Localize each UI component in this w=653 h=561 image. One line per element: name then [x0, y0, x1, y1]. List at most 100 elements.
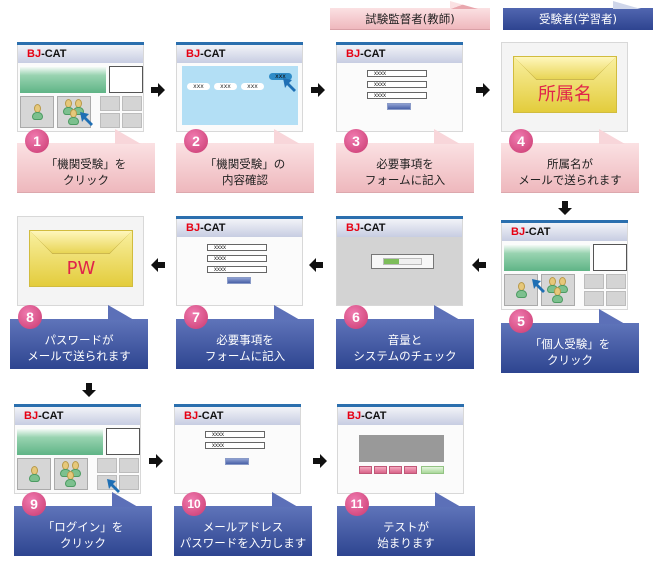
- login-tile[interactable]: [100, 96, 120, 111]
- callout-text-line1: 音量と: [387, 333, 423, 347]
- form-field[interactable]: xxxx: [207, 244, 267, 251]
- app-titlebar: BJ-CAT: [502, 223, 627, 241]
- pill-button[interactable]: xxx: [241, 83, 264, 90]
- step-number-badge: 3: [344, 129, 368, 153]
- answer-choice-button[interactable]: [374, 466, 387, 474]
- brand-cat: -CAT: [38, 410, 64, 422]
- form-field[interactable]: xxxx: [367, 70, 427, 77]
- institution-exam-tile[interactable]: [541, 274, 575, 306]
- submit-button[interactable]: [387, 103, 411, 110]
- screen-body: [15, 425, 140, 493]
- menu-tile[interactable]: [119, 475, 139, 490]
- individual-exam-tile[interactable]: [17, 458, 51, 490]
- callout-pointer: [112, 492, 138, 507]
- form-field[interactable]: xxxx: [367, 92, 427, 99]
- callout-text-line1: 「個人受験」を: [529, 337, 611, 351]
- password-field[interactable]: xxxx: [205, 442, 265, 449]
- step-10-screen: BJ-CAT xxxx xxxx: [174, 404, 301, 494]
- callout-text-line1: 必要事項を: [376, 157, 434, 171]
- pill-button[interactable]: xxx: [187, 83, 210, 90]
- form-field[interactable]: xxxx: [207, 255, 267, 262]
- step-number-badge: 6: [344, 305, 368, 329]
- step-8-envelope-card: PW: [17, 216, 144, 306]
- answer-choice-button[interactable]: [404, 466, 417, 474]
- step-11-callout: 11 テストが 始まります: [337, 492, 475, 556]
- step-4-callout: 4 所属名が メールで送られます: [501, 129, 639, 193]
- step-number-badge: 11: [345, 492, 369, 516]
- callout-text-line1: 必要事項を: [216, 333, 274, 347]
- individual-exam-tile[interactable]: [20, 96, 54, 128]
- app-titlebar: BJ-CAT: [177, 45, 302, 63]
- brand-cat: -CAT: [525, 226, 551, 238]
- step-number-badge: 8: [18, 305, 42, 329]
- callout-text-line1: パスワードが: [44, 333, 114, 347]
- titlebar-accent-line: [17, 42, 144, 45]
- brand-bj: BJ: [186, 48, 201, 60]
- step-5-screen: BJ-CAT: [501, 220, 628, 310]
- login-submit-button[interactable]: [225, 458, 249, 465]
- arrow-right-icon: [313, 454, 327, 468]
- titlebar-accent-line: [14, 404, 141, 407]
- person-icon: [63, 99, 74, 116]
- callout-text-line2: フォームに記入: [364, 173, 446, 187]
- person-icon: [32, 104, 43, 121]
- next-button[interactable]: [421, 466, 444, 474]
- menu-tile[interactable]: [100, 113, 120, 128]
- form-field[interactable]: xxxx: [207, 266, 267, 273]
- titlebar-accent-line: [337, 404, 464, 407]
- label-tab: [613, 1, 641, 9]
- brand-bj: BJ: [27, 48, 42, 60]
- cursor-arrow-icon: [80, 112, 93, 126]
- brand-cat: -CAT: [200, 48, 226, 60]
- info-box: [593, 244, 627, 271]
- menu-tile[interactable]: [122, 96, 142, 111]
- label-tab: [450, 1, 478, 9]
- brand-cat: -CAT: [198, 410, 224, 422]
- answer-choice-button[interactable]: [389, 466, 402, 474]
- form-field[interactable]: xxxx: [367, 81, 427, 88]
- step-7-screen: BJ-CAT xxxx xxxx xxxx: [176, 216, 303, 306]
- selected-pill-button[interactable]: xxx: [269, 73, 292, 80]
- step-3-callout: 3 必要事項を フォームに記入: [336, 129, 474, 193]
- pill-button[interactable]: xxx: [214, 83, 237, 90]
- menu-tile[interactable]: [122, 113, 142, 128]
- role-label-proctor: 試験監督者(教師): [330, 1, 490, 30]
- step-8-callout: 8 パスワードが メールで送られます: [10, 305, 148, 369]
- menu-tile[interactable]: [606, 291, 626, 306]
- titlebar-accent-line: [501, 220, 628, 223]
- step-9-screen: BJ-CAT: [14, 404, 141, 494]
- callout-text-line1: 「機関受験」の: [204, 157, 286, 171]
- step-2-callout: 2 「機関受験」の 内容確認: [176, 129, 314, 193]
- menu-tile[interactable]: [606, 274, 626, 289]
- institution-exam-tile[interactable]: [54, 458, 88, 490]
- step-1-callout: 1 「機関受験」を クリック: [17, 129, 155, 193]
- brand-bj: BJ: [347, 410, 362, 422]
- app-titlebar: BJ-CAT: [338, 407, 463, 425]
- screen-body: xxxx xxxx xxxx: [177, 237, 302, 305]
- callout-pointer: [599, 309, 625, 324]
- callout-text-line2: フォームに記入: [204, 349, 286, 363]
- step-4-envelope-card: 所属名: [501, 42, 628, 132]
- callout-text-line1: 「機関受験」を: [45, 157, 127, 171]
- arrow-right-icon: [151, 83, 165, 97]
- envelope-label: PW: [66, 258, 96, 279]
- callout-text-line2: 始まります: [377, 536, 435, 550]
- person-icon: [68, 109, 79, 126]
- answer-choice-button[interactable]: [359, 466, 372, 474]
- institution-exam-tile[interactable]: [57, 96, 91, 128]
- arrow-down-icon: [558, 201, 572, 215]
- submit-button[interactable]: [227, 277, 251, 284]
- app-titlebar: BJ-CAT: [177, 219, 302, 237]
- question-area: [359, 435, 444, 462]
- app-titlebar: BJ-CAT: [18, 45, 143, 63]
- login-tile[interactable]: [584, 274, 604, 289]
- titlebar-accent-line: [176, 216, 303, 219]
- menu-tile[interactable]: [119, 458, 139, 473]
- step-number-badge: 10: [182, 492, 206, 516]
- menu-tile[interactable]: [584, 291, 604, 306]
- login-tile[interactable]: [97, 458, 117, 473]
- email-field[interactable]: xxxx: [205, 431, 265, 438]
- screen-body: [337, 237, 462, 305]
- role-label-text: 試験監督者(教師): [365, 12, 455, 26]
- step-number-badge: 4: [509, 129, 533, 153]
